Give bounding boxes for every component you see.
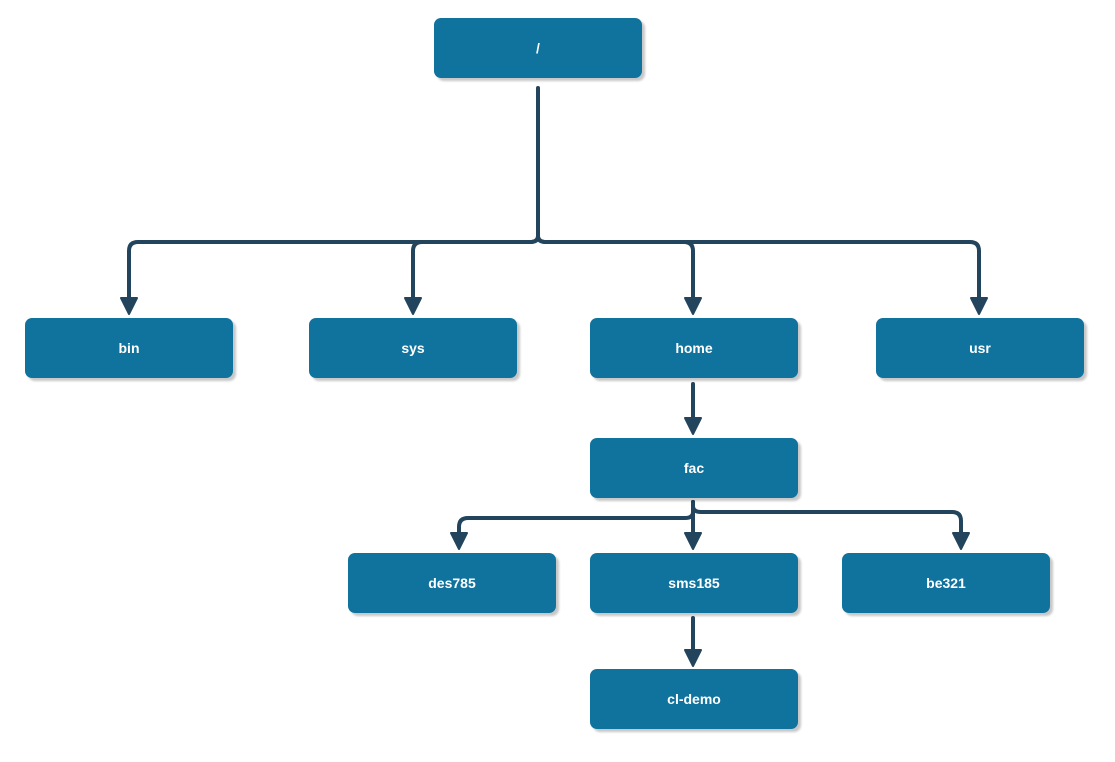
node-fac[interactable]: fac [590,438,798,498]
node-root[interactable]: / [434,18,642,78]
node-sms185-label: sms185 [668,575,720,591]
arrowhead-bin [120,297,138,315]
edge-root-bin [127,234,540,300]
node-bin-label: bin [118,340,140,356]
arrowhead-des785 [450,532,468,550]
arrowhead-usr [970,297,988,315]
edge-fac-des785 [457,500,695,535]
node-be321[interactable]: be321 [842,553,1050,613]
node-sys[interactable]: sys [309,318,517,378]
edge-fac-be321 [691,500,963,535]
node-fac-label: fac [683,460,705,476]
node-home[interactable]: home [590,318,798,378]
edge-root-usr [536,234,981,300]
edge-root-home [536,234,695,300]
node-be321-label: be321 [926,575,966,591]
node-cl-demo-label: cl-demo [667,691,721,707]
edge-root-sys [411,234,540,300]
node-sys-label: sys [401,340,425,356]
node-des785[interactable]: des785 [348,553,556,613]
arrowhead-be321 [952,532,970,550]
arrowhead-sys [404,297,422,315]
node-home-label: home [675,340,713,356]
arrowhead-sms185 [684,532,702,550]
node-bin[interactable]: bin [25,318,233,378]
node-cl-demo[interactable]: cl-demo [590,669,798,729]
arrowhead-cl-demo [684,649,702,667]
arrowhead-fac [684,417,702,435]
node-usr[interactable]: usr [876,318,1084,378]
node-des785-label: des785 [428,575,476,591]
node-usr-label: usr [969,340,991,356]
arrowhead-home [684,297,702,315]
node-root-label: / [536,40,540,56]
node-sms185[interactable]: sms185 [590,553,798,613]
